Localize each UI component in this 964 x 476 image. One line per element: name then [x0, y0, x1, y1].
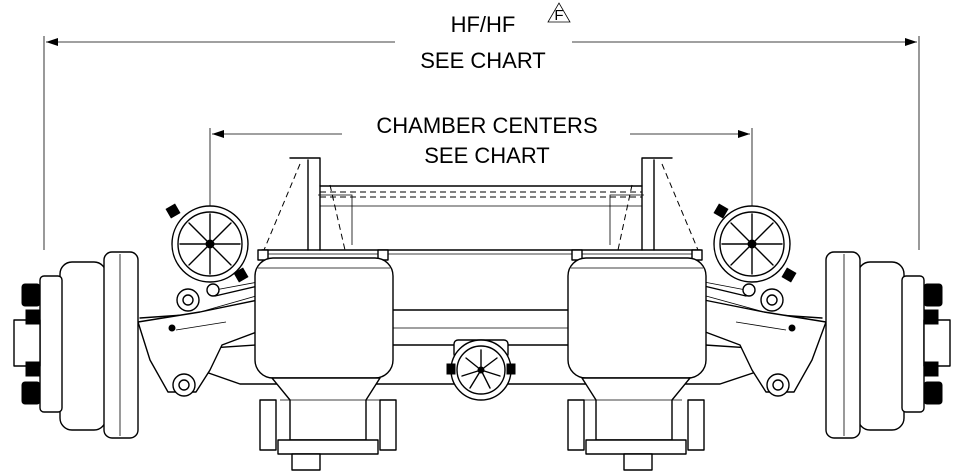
chamber-dimension-label: CHAMBER CENTERS — [376, 113, 597, 138]
left-brake-drum — [13, 251, 139, 439]
overall-dimension: HF/HF SEE CHART F — [43, 2, 920, 250]
revision-flag-letter: F — [554, 7, 563, 24]
chamber-centers-dimension: CHAMBER CENTERS SEE CHART — [209, 113, 753, 210]
left-brake-chamber — [165, 203, 249, 297]
right-brake-chamber — [713, 203, 797, 297]
center-axle-valve — [446, 339, 516, 401]
left-trailing-arm — [137, 281, 263, 397]
overall-dimension-label: HF/HF — [451, 12, 516, 37]
right-brake-drum — [825, 251, 951, 439]
chamber-dimension-note: SEE CHART — [424, 143, 550, 168]
left-air-spring — [254, 249, 397, 471]
overall-dimension-note: SEE CHART — [420, 48, 546, 73]
right-air-spring — [567, 249, 707, 471]
revision-flag-triangle: F — [547, 2, 571, 24]
right-trailing-arm — [699, 281, 827, 397]
hanger-crossmember — [261, 157, 701, 255]
